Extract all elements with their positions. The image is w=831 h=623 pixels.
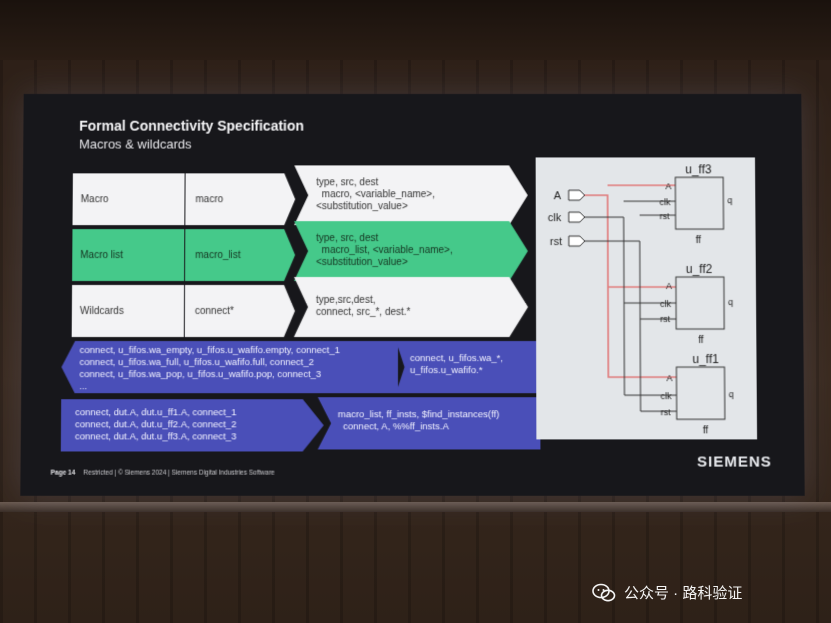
watermark: 公众号 · 路科验证 (592, 582, 742, 603)
svg-text:u_ff1: u_ff1 (692, 352, 719, 366)
svg-text:A: A (666, 281, 672, 291)
slide-footer: Page 14 Restricted | © Siemens 2024 | Sie… (51, 470, 275, 477)
row-label: Wildcards (71, 285, 185, 338)
footer-text: Restricted | © Siemens 2024 | Siemens Di… (83, 469, 275, 477)
macro-list-source-example: macro_list, ff_insts, $find_instances(ff… (318, 397, 541, 449)
svg-text:ff: ff (703, 425, 709, 436)
ceiling (0, 0, 831, 60)
flop-u-ff3: u_ff3 A clk rst q ff (659, 162, 732, 246)
slide-title: Formal Connectivity Specification (79, 117, 305, 134)
svg-text:u_ff3: u_ff3 (685, 162, 712, 176)
watermark-text: 公众号 · 路科验证 (624, 585, 743, 602)
svg-text:q: q (727, 195, 732, 205)
row-keyword: connect* (185, 285, 295, 337)
wildcard-expansion-example: connect, u_fifos.wa_empty, u_fifos.u_waf… (61, 341, 398, 393)
row-label: Macro (72, 173, 185, 226)
flop-u-ff1: u_ff1 A clk rst q ff (661, 352, 734, 436)
wechat-icon (592, 583, 616, 601)
projected-slide: Formal Connectivity Specification Macros… (20, 93, 805, 496)
svg-text:A: A (665, 181, 671, 191)
flop-connectivity-diagram: A clk rst (535, 157, 758, 440)
svg-text:clk: clk (659, 197, 671, 207)
input-port-rst: rst (550, 235, 587, 248)
projector-screen-bar (0, 502, 831, 512)
row-syntax: type,src,dest, connect, src_*, dest.* (294, 277, 528, 337)
svg-text:A: A (666, 373, 672, 383)
svg-text:rst: rst (660, 211, 671, 221)
row-keyword: macro (185, 173, 295, 225)
svg-text:u_ff2: u_ff2 (686, 262, 713, 276)
svg-text:ff: ff (698, 335, 704, 346)
siemens-logo: SIEMENS (696, 453, 772, 471)
macro-expansion-example: connect, dut.A, dut.u_ff1.A, connect_1 c… (61, 399, 324, 451)
flop-u-ff2: u_ff2 A clk rst q ff (660, 262, 733, 346)
svg-text:ff: ff (696, 235, 702, 246)
slide-subtitle: Macros & wildcards (79, 136, 192, 152)
page-number: Page 14 (50, 469, 76, 477)
svg-text:rst: rst (550, 236, 562, 248)
row-label: Macro list (72, 229, 185, 282)
wire-rst (585, 215, 677, 411)
row-syntax: type, src, dest macro_list, <variable_na… (294, 221, 528, 281)
svg-text:clk: clk (548, 212, 562, 224)
svg-text:rst: rst (661, 407, 672, 417)
svg-text:clk: clk (660, 299, 672, 309)
svg-text:A: A (554, 190, 562, 202)
svg-text:rst: rst (660, 314, 671, 324)
diagram-svg: A clk rst (548, 162, 734, 436)
svg-text:clk: clk (661, 391, 673, 401)
input-port-clk: clk (548, 212, 585, 224)
row-syntax: type, src, dest macro, <variable_name>, … (294, 165, 528, 225)
svg-text:q: q (729, 389, 734, 399)
svg-text:q: q (728, 297, 733, 307)
row-keyword: macro_list (185, 229, 295, 281)
input-port-a: A (554, 190, 585, 202)
wildcard-source-example: connect, u_fifos.wa_*, u_fifos.u_wafifo.… (396, 341, 538, 393)
wire-a-highlighted (585, 185, 677, 378)
